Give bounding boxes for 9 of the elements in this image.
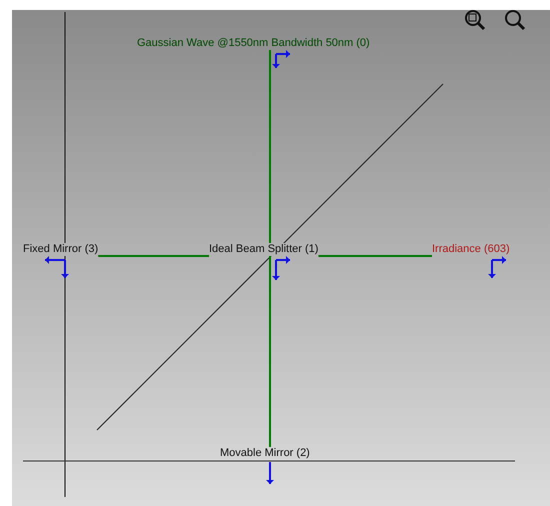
component-label: Irradiance (603): [432, 243, 510, 256]
component-label: Gaussian Wave @1550nm Bandwidth 50nm (0): [137, 37, 370, 50]
beam-line: [269, 50, 271, 243]
beam-line: [269, 256, 271, 447]
beam-line: [98, 255, 209, 257]
component-label: Ideal Beam Splitter (1): [209, 243, 318, 256]
component-label: Fixed Mirror (3): [23, 243, 98, 256]
component-label: Movable Mirror (2): [220, 447, 310, 460]
beam-line: [318, 255, 432, 257]
